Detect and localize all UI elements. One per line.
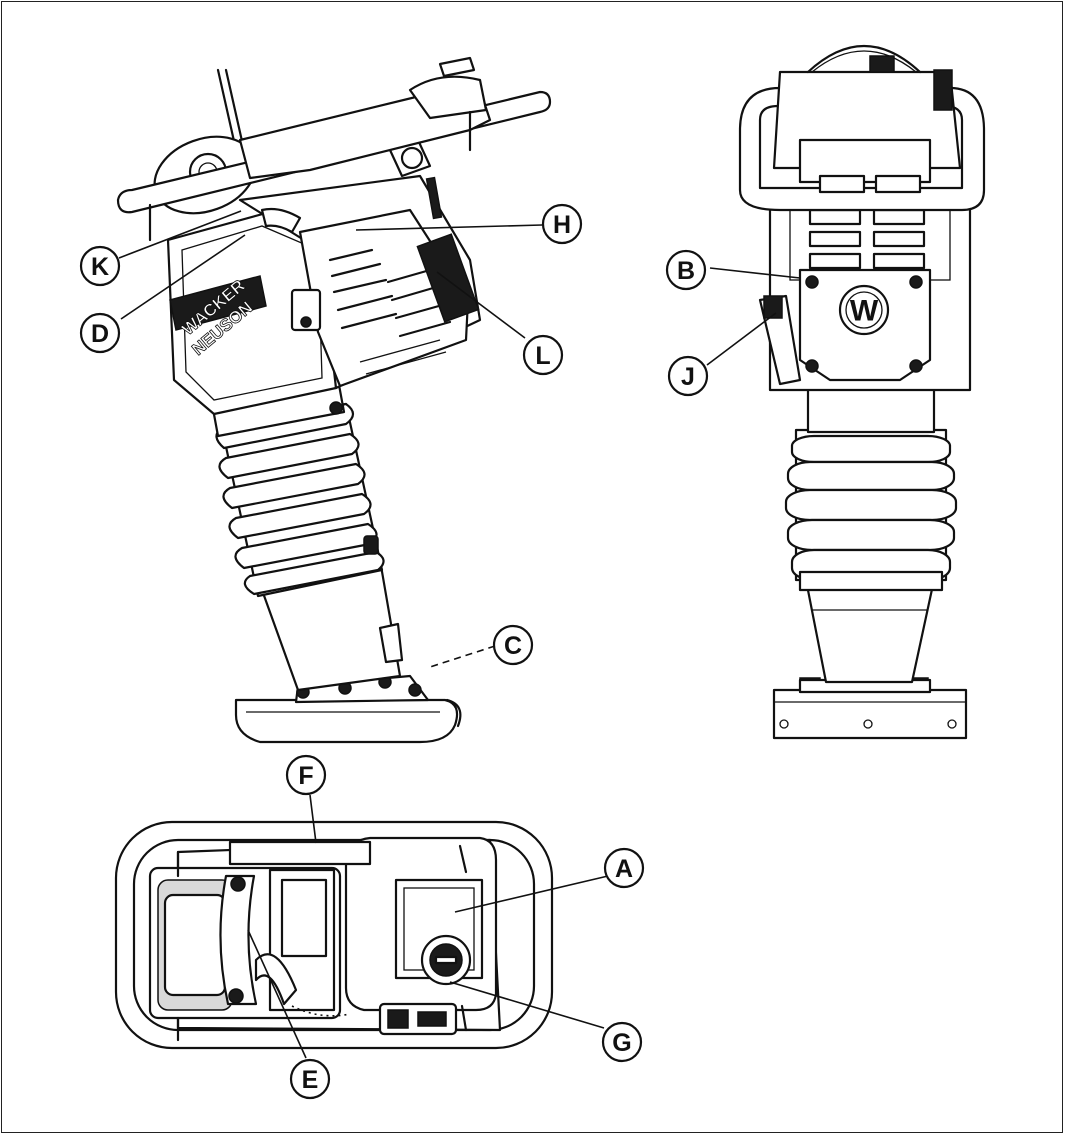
base-plate <box>234 698 459 744</box>
svg-text:E: E <box>302 1066 319 1094</box>
rear-bellows <box>784 428 958 592</box>
callout-g: G <box>601 1021 643 1063</box>
callout-k: K <box>79 245 121 287</box>
callout-e: E <box>289 1058 331 1100</box>
svg-text:F: F <box>298 762 313 790</box>
vented-cover <box>298 208 480 388</box>
callout-a: A <box>603 847 645 889</box>
svg-text:K: K <box>91 253 109 281</box>
callout-f: F <box>285 754 327 796</box>
top-view <box>114 820 554 1050</box>
callout-b: B <box>665 249 707 291</box>
callout-d: D <box>79 312 121 354</box>
svg-text:D: D <box>91 320 109 348</box>
svg-text:G: G <box>612 1029 631 1057</box>
rear-view: W <box>738 44 986 740</box>
svg-text:C: C <box>504 632 522 660</box>
svg-text:H: H <box>553 211 571 239</box>
svg-text:J: J <box>681 363 695 391</box>
svg-text:B: B <box>677 257 695 285</box>
logo-letter: W <box>850 295 879 328</box>
callout-c: C <box>492 624 534 666</box>
callout-l: L <box>522 334 564 376</box>
bellows <box>215 402 385 598</box>
svg-text:A: A <box>615 855 633 883</box>
rear-base-plate <box>772 688 968 740</box>
callout-j: J <box>667 355 709 397</box>
leader-lines <box>118 210 801 1059</box>
side-view: WACKER NEUSON <box>116 56 552 744</box>
callout-h: H <box>541 203 583 245</box>
svg-text:L: L <box>535 342 550 370</box>
